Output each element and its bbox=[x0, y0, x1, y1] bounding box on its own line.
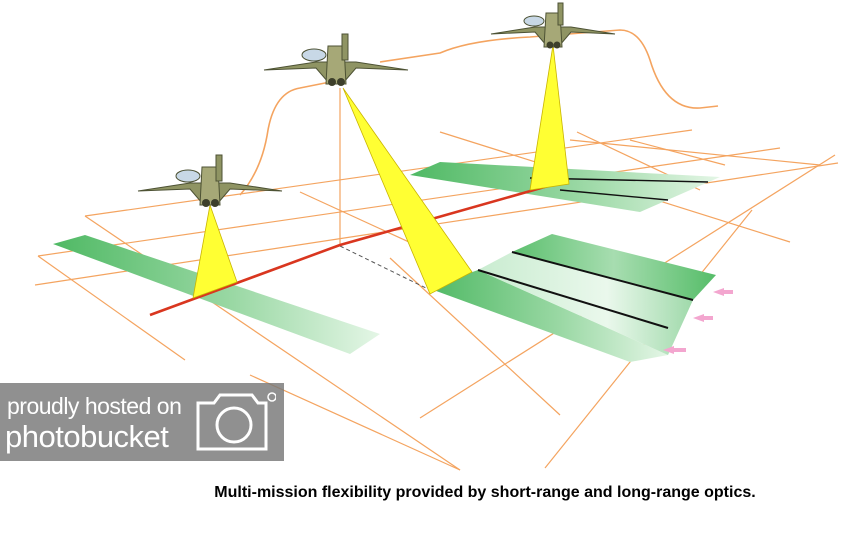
sensor-cone-icon bbox=[529, 44, 570, 191]
photobucket-watermark: proudly hosted on photobucket bbox=[0, 383, 284, 461]
watermark-line1: proudly hosted on bbox=[7, 393, 182, 419]
swath-divider bbox=[477, 269, 669, 329]
swath-divider bbox=[559, 189, 669, 201]
altitude-profile bbox=[239, 29, 719, 196]
sensor-cone-icon bbox=[192, 203, 238, 299]
aircraft-icon bbox=[137, 154, 283, 207]
flight-path bbox=[149, 184, 549, 317]
swath-far bbox=[410, 162, 720, 212]
swath-right-far bbox=[512, 234, 716, 300]
arrow-icon bbox=[663, 346, 686, 354]
sensor-cone-icon bbox=[342, 87, 473, 295]
swath-divider bbox=[511, 251, 694, 301]
arrow-icon bbox=[713, 288, 733, 296]
aircraft-icon bbox=[490, 2, 616, 49]
ground-track-dashed bbox=[339, 245, 431, 291]
aircraft-icon bbox=[263, 33, 409, 86]
watermark-line2: photobucket bbox=[5, 419, 169, 454]
swath-right-near bbox=[428, 270, 668, 362]
arrow-icon bbox=[693, 314, 713, 322]
figure-caption: Multi-mission flexibility provided by sh… bbox=[214, 484, 756, 501]
swath-left bbox=[53, 235, 380, 354]
camera-icon bbox=[196, 392, 276, 451]
